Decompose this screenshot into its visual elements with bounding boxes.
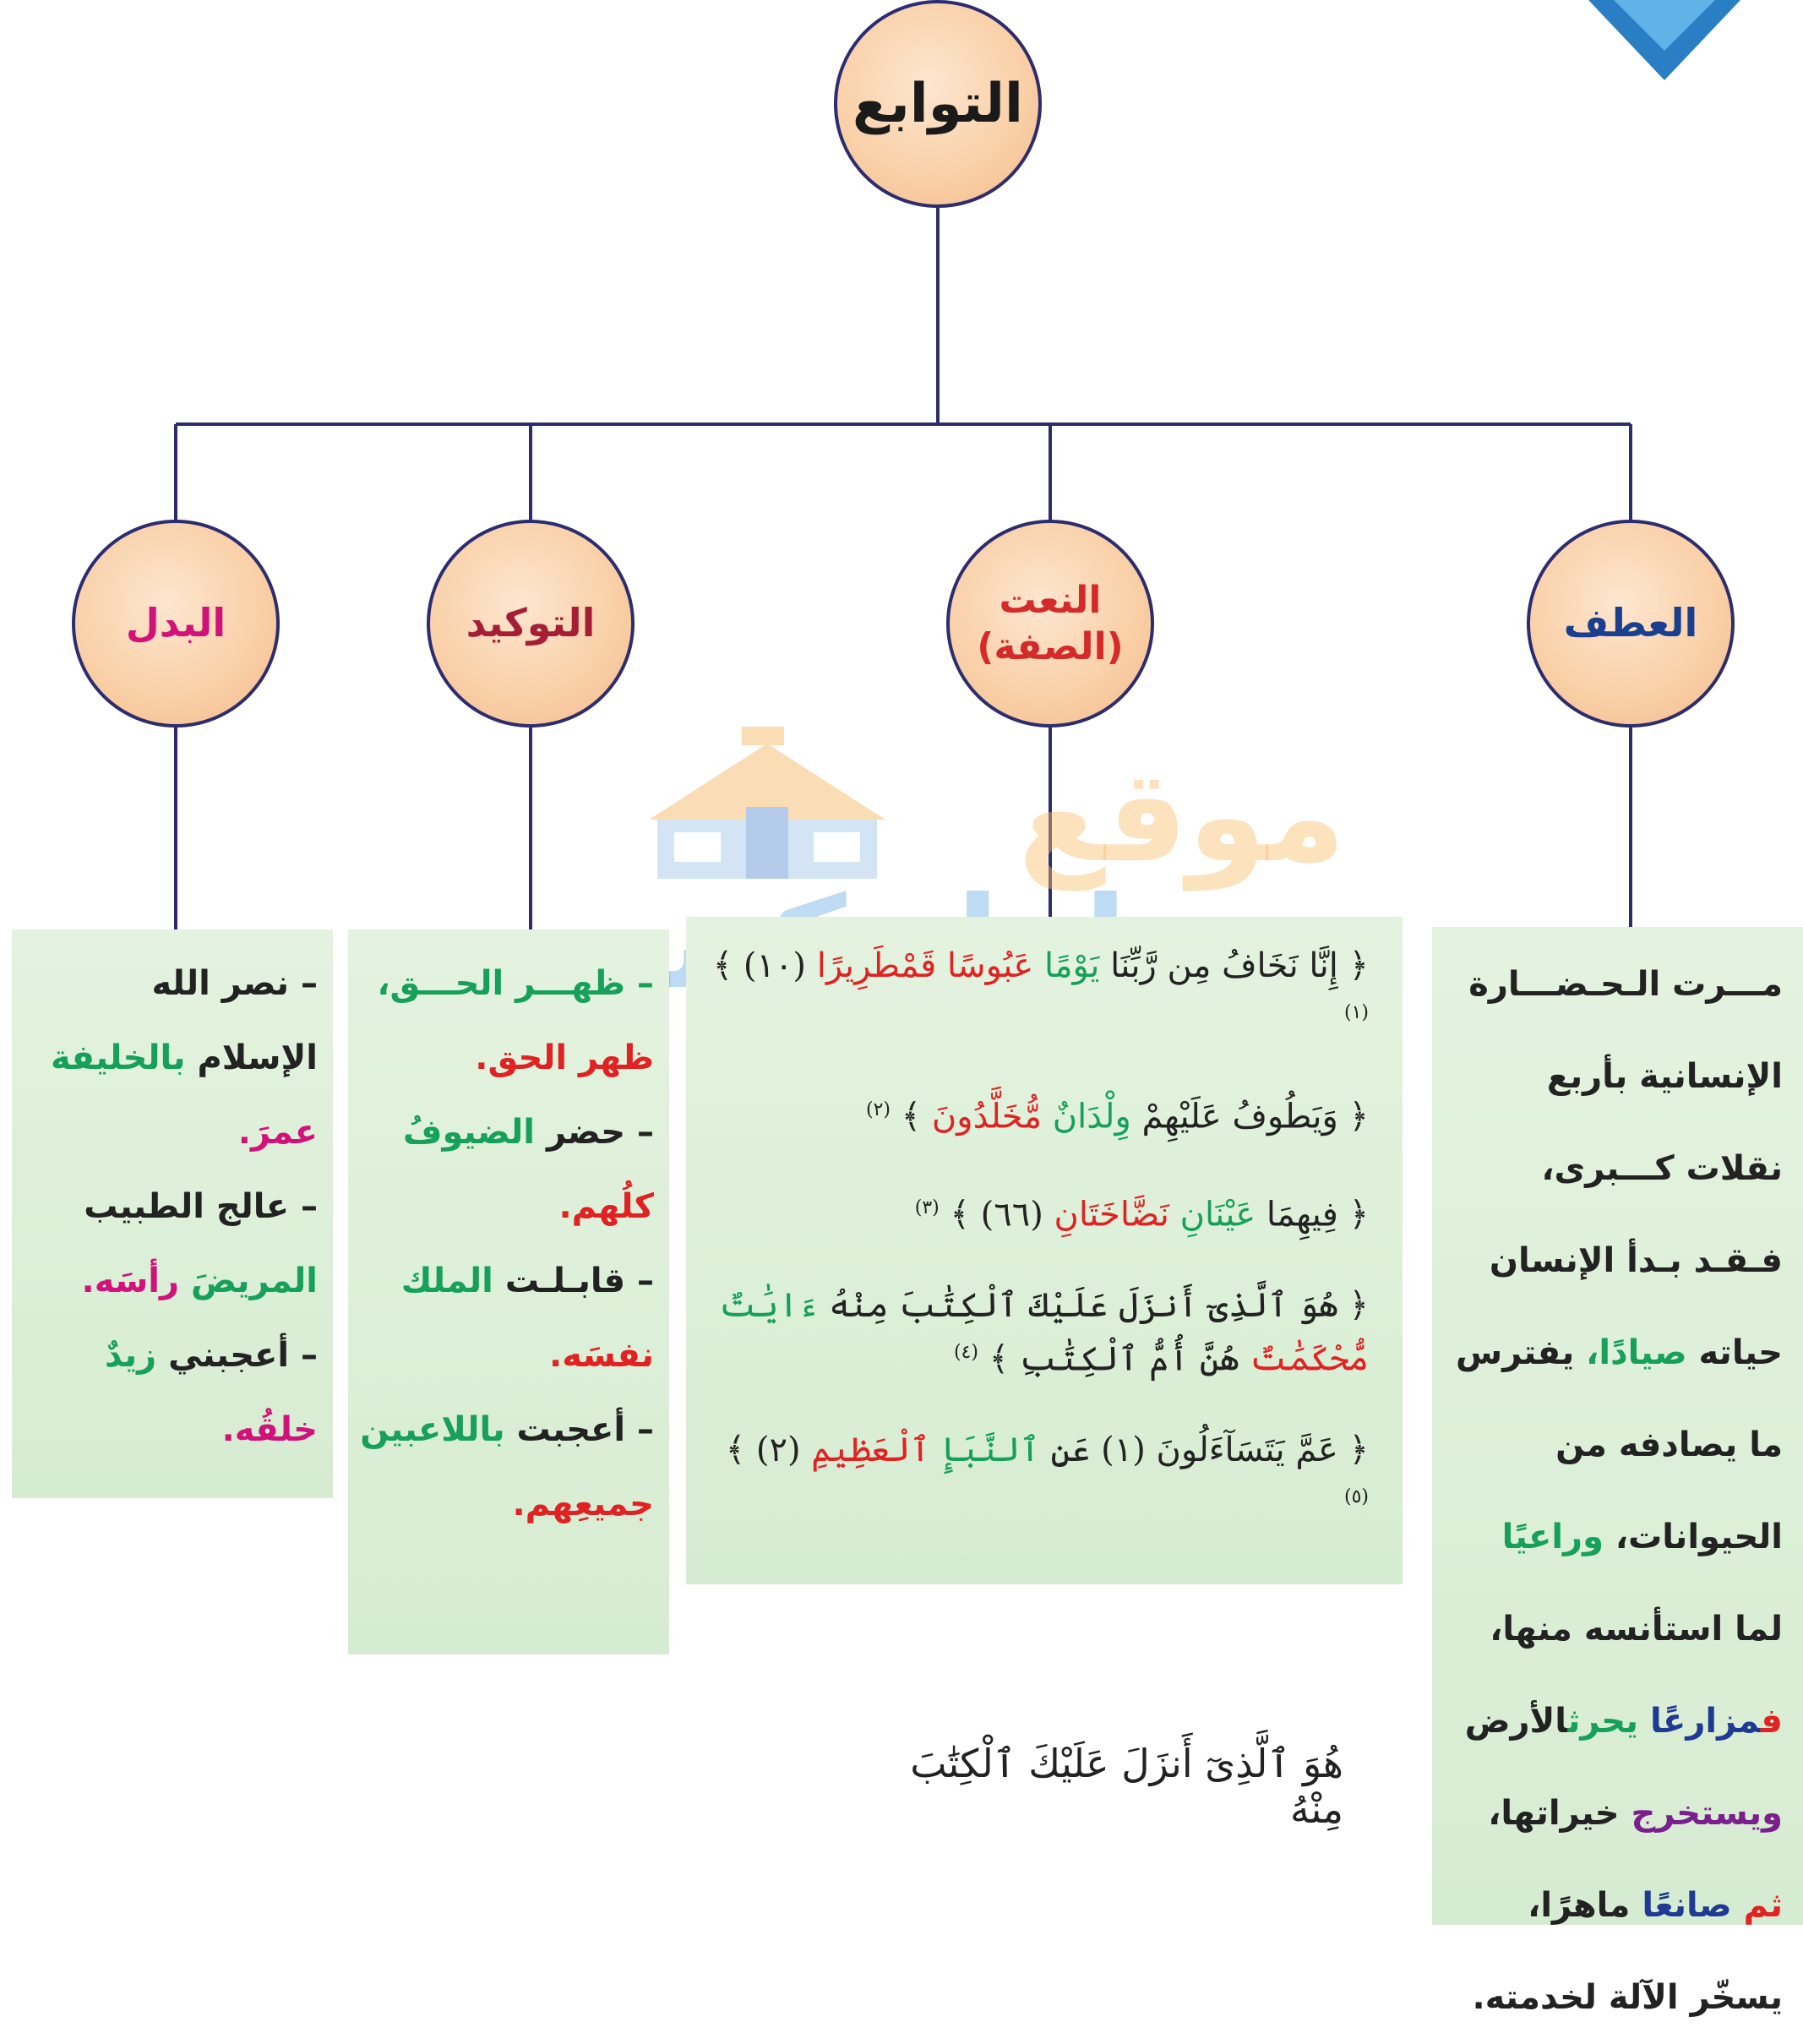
tawkid-item1-c: الحق.	[475, 1038, 568, 1077]
corner-triangle-icon	[1588, 0, 1740, 80]
atf-text-2: يفترس ما يصادفه من الحيوانات،	[1456, 1333, 1783, 1556]
tawkid-item4-b: باللاعبين	[360, 1410, 505, 1449]
atf-word-thumma: ثم	[1743, 1886, 1783, 1925]
verse2-part-a: ﴿ وَيَطُوفُ عَلَيْهِمْ	[1141, 1097, 1370, 1136]
atf-text-5: خيراتها،	[1488, 1794, 1620, 1833]
bottom-verse: هُوَ ٱلَّذِىٓ أَنزَلَ عَلَيْكَ ٱلْكِتَٰب…	[910, 1741, 1343, 1832]
verse2-end: ﴾	[901, 1097, 922, 1136]
tawkid-item3-b: الملك	[400, 1262, 493, 1300]
tawkid-item1-a: – ظهـــر الحـــق،	[377, 964, 654, 1003]
root-label: التوابع	[852, 73, 1023, 135]
atf-word-sani: صانعًا	[1642, 1886, 1732, 1925]
verse1-part-a: ﴿ إِنَّا نَخَافُ مِن رَّبِّنَا	[1110, 946, 1369, 985]
badal-item-2: – عالج الطبيب المريضَ رأسَه.	[24, 1169, 319, 1318]
badal-item1-b: بالخليفة	[50, 1038, 186, 1077]
verse3-end: (٦٦) ﴾	[950, 1194, 1043, 1234]
verse4-noun: ءَايَٰتٌ	[719, 1285, 819, 1325]
node-naat-line2: (الصفة)	[977, 625, 1124, 668]
node-atf-label: العطف	[1563, 600, 1698, 646]
verse2-adjective: مُّخَلَّدُونَ	[931, 1097, 1043, 1136]
verse2-noun: وِلْدَانٌ	[1052, 1097, 1131, 1136]
badal-item3-a: – أعجبني	[168, 1336, 318, 1375]
node-naat: النعت (الصفة)	[946, 520, 1154, 728]
quran-verse-5: ﴿ عَمَّ يَتَسَآءَلُونَ (١) عَنِ ٱلنَّبَإ…	[711, 1426, 1369, 1527]
verse3-part-a: ﴿ فِيهِمَا	[1266, 1194, 1369, 1234]
tawkid-item3-c: نفسَه.	[549, 1336, 654, 1375]
node-badal-label: البدل	[125, 600, 226, 646]
root-node: التوابع	[834, 0, 1042, 208]
tawkid-example-box: – ظهـــر الحـــق، ظهر الحق. – حضر الضيوف…	[348, 929, 669, 1654]
verse4-end: هُنَّ أُمُّ ٱلْكِتَٰبِ ﴾	[989, 1339, 1239, 1379]
tawkid-item2-a: – حضر	[546, 1113, 654, 1152]
verse5-footnote: (٥)	[1343, 1486, 1369, 1508]
tawkid-item4-c: جميعِهم.	[512, 1485, 654, 1523]
connector-lines	[174, 208, 1632, 929]
naat-example-box: ﴿ إِنَّا نَخَافُ مِن رَّبِّنَا يَوْمًا ع…	[686, 917, 1403, 1584]
quran-verse-2: ﴿ وَيَطُوفُ عَلَيْهِمْ وِلْدَانٌ مُّخَلَ…	[711, 1087, 1369, 1140]
verse3-footnote: (٣)	[914, 1196, 940, 1218]
atf-text-6: ماهرًا، يسخّر الآلة لخدمته.	[1472, 1886, 1783, 2017]
tawkid-item4-a: – أعجبت	[516, 1410, 654, 1449]
atf-word-yahruth: يحرث	[1567, 1702, 1639, 1741]
quran-verse-3: ﴿ فِيهِمَا عَيْنَانِ نَضَّاخَتَانِ (٦٦) …	[711, 1185, 1369, 1238]
verse3-noun: عَيْنَانِ	[1179, 1194, 1256, 1234]
quran-verse-4: ﴿ هُوَ ٱلَّذِىٓ أَنزَلَ عَلَيْكَ ٱلْكِتَ…	[711, 1282, 1369, 1382]
badal-item1-c: عمرَ.	[237, 1113, 318, 1152]
verse5-part-a: ﴿ عَمَّ يَتَسَآءَلُونَ (١) عَنِ	[1050, 1431, 1369, 1470]
house-logo-icon	[649, 727, 885, 879]
atf-word-sayyad: صيادًا،	[1586, 1333, 1687, 1372]
verse1-noun: يَوْمًا	[1043, 946, 1100, 985]
tawkid-item1-b: ظهر	[579, 1038, 654, 1077]
verse4-footnote: (٤)	[953, 1341, 978, 1363]
node-tawkid-label: التوكيد	[466, 600, 596, 646]
badal-item-1: – نصر الله الإسلام بالخليفة عمرَ.	[24, 946, 318, 1169]
tawkid-item2-b: الضيوفُ	[402, 1113, 535, 1152]
tawkid-item3-a: – قابـلـت	[504, 1262, 654, 1300]
atf-text-1: مـــرت الـحـضـــارة الإنسانية بأربع نقلا…	[1468, 965, 1783, 1372]
badal-item1-a: – نصر الله الإسلام	[151, 964, 318, 1077]
verse5-noun: ٱلنَّبَإِ	[940, 1431, 1040, 1470]
badal-example-box: – نصر الله الإسلام بالخليفة عمرَ. – عالج…	[12, 929, 333, 1498]
verse1-end: (١٠) ﴾	[712, 946, 807, 985]
verse3-adjective: نَضَّاخَتَانِ	[1054, 1194, 1169, 1234]
badal-item3-c: خلقُه.	[221, 1410, 318, 1449]
verse5-end: (٢) ﴾	[725, 1431, 801, 1470]
atf-text-4: الأرض	[1464, 1702, 1568, 1741]
verse4-part-a: ﴿ هُوَ ٱلَّذِىٓ أَنزَلَ عَلَيْكَ ٱلْكِتَ…	[829, 1285, 1369, 1325]
atf-text-3: لما استأنسه منها،	[1490, 1610, 1783, 1649]
badal-item2-c: رأسَه.	[81, 1262, 180, 1300]
verse2-footnote: (٢)	[865, 1099, 891, 1121]
atf-word-muzari: مزارعًا	[1650, 1702, 1761, 1741]
badal-item-3: – أعجبني زيدٌ خلقُه.	[24, 1318, 318, 1467]
atf-example-box: مـــرت الـحـضـــارة الإنسانية بأربع نقلا…	[1432, 927, 1803, 2017]
atf-word-raiyan: وراعيًا	[1501, 1518, 1604, 1556]
node-tawkid: التوكيد	[427, 520, 635, 728]
atf-word-fa: ف	[1760, 1702, 1783, 1741]
tawkid-item-1: – ظهـــر الحـــق، ظهر الحق.	[360, 946, 654, 1095]
badal-item2-a: – عالج الطبيب	[84, 1187, 318, 1226]
badal-item2-b: المريضَ	[190, 1262, 318, 1300]
node-badal: البدل	[72, 520, 280, 728]
verse1-adjective: عَبُوسًا قَمْطَرِيرًا	[816, 946, 1034, 985]
badal-item3-b: زيدٌ	[104, 1336, 157, 1375]
quran-verse-1: ﴿ إِنَّا نَخَافُ مِن رَّبِّنَا يَوْمًا ع…	[711, 942, 1369, 1043]
verse4-adjective: مُّحْكَمَٰتٌ	[1250, 1339, 1369, 1379]
tawkid-item-2: – حضر الضيوفُ كلُهم.	[360, 1095, 654, 1244]
verse5-adjective: ٱلْعَظِيمِ	[811, 1431, 930, 1470]
tawkid-item-4: – أعجبت باللاعبين جميعِهم.	[360, 1393, 654, 1541]
tawkid-item2-c: كلُهم.	[558, 1187, 654, 1226]
node-naat-line1: النعت	[999, 579, 1102, 622]
verse1-footnote: (١)	[1343, 1002, 1369, 1023]
node-atf: العطف	[1527, 520, 1735, 728]
tawkid-item-3: – قابـلـت الملك نفسَه.	[360, 1244, 654, 1393]
atf-word-yastakhrij: ويستخرج	[1631, 1794, 1783, 1833]
